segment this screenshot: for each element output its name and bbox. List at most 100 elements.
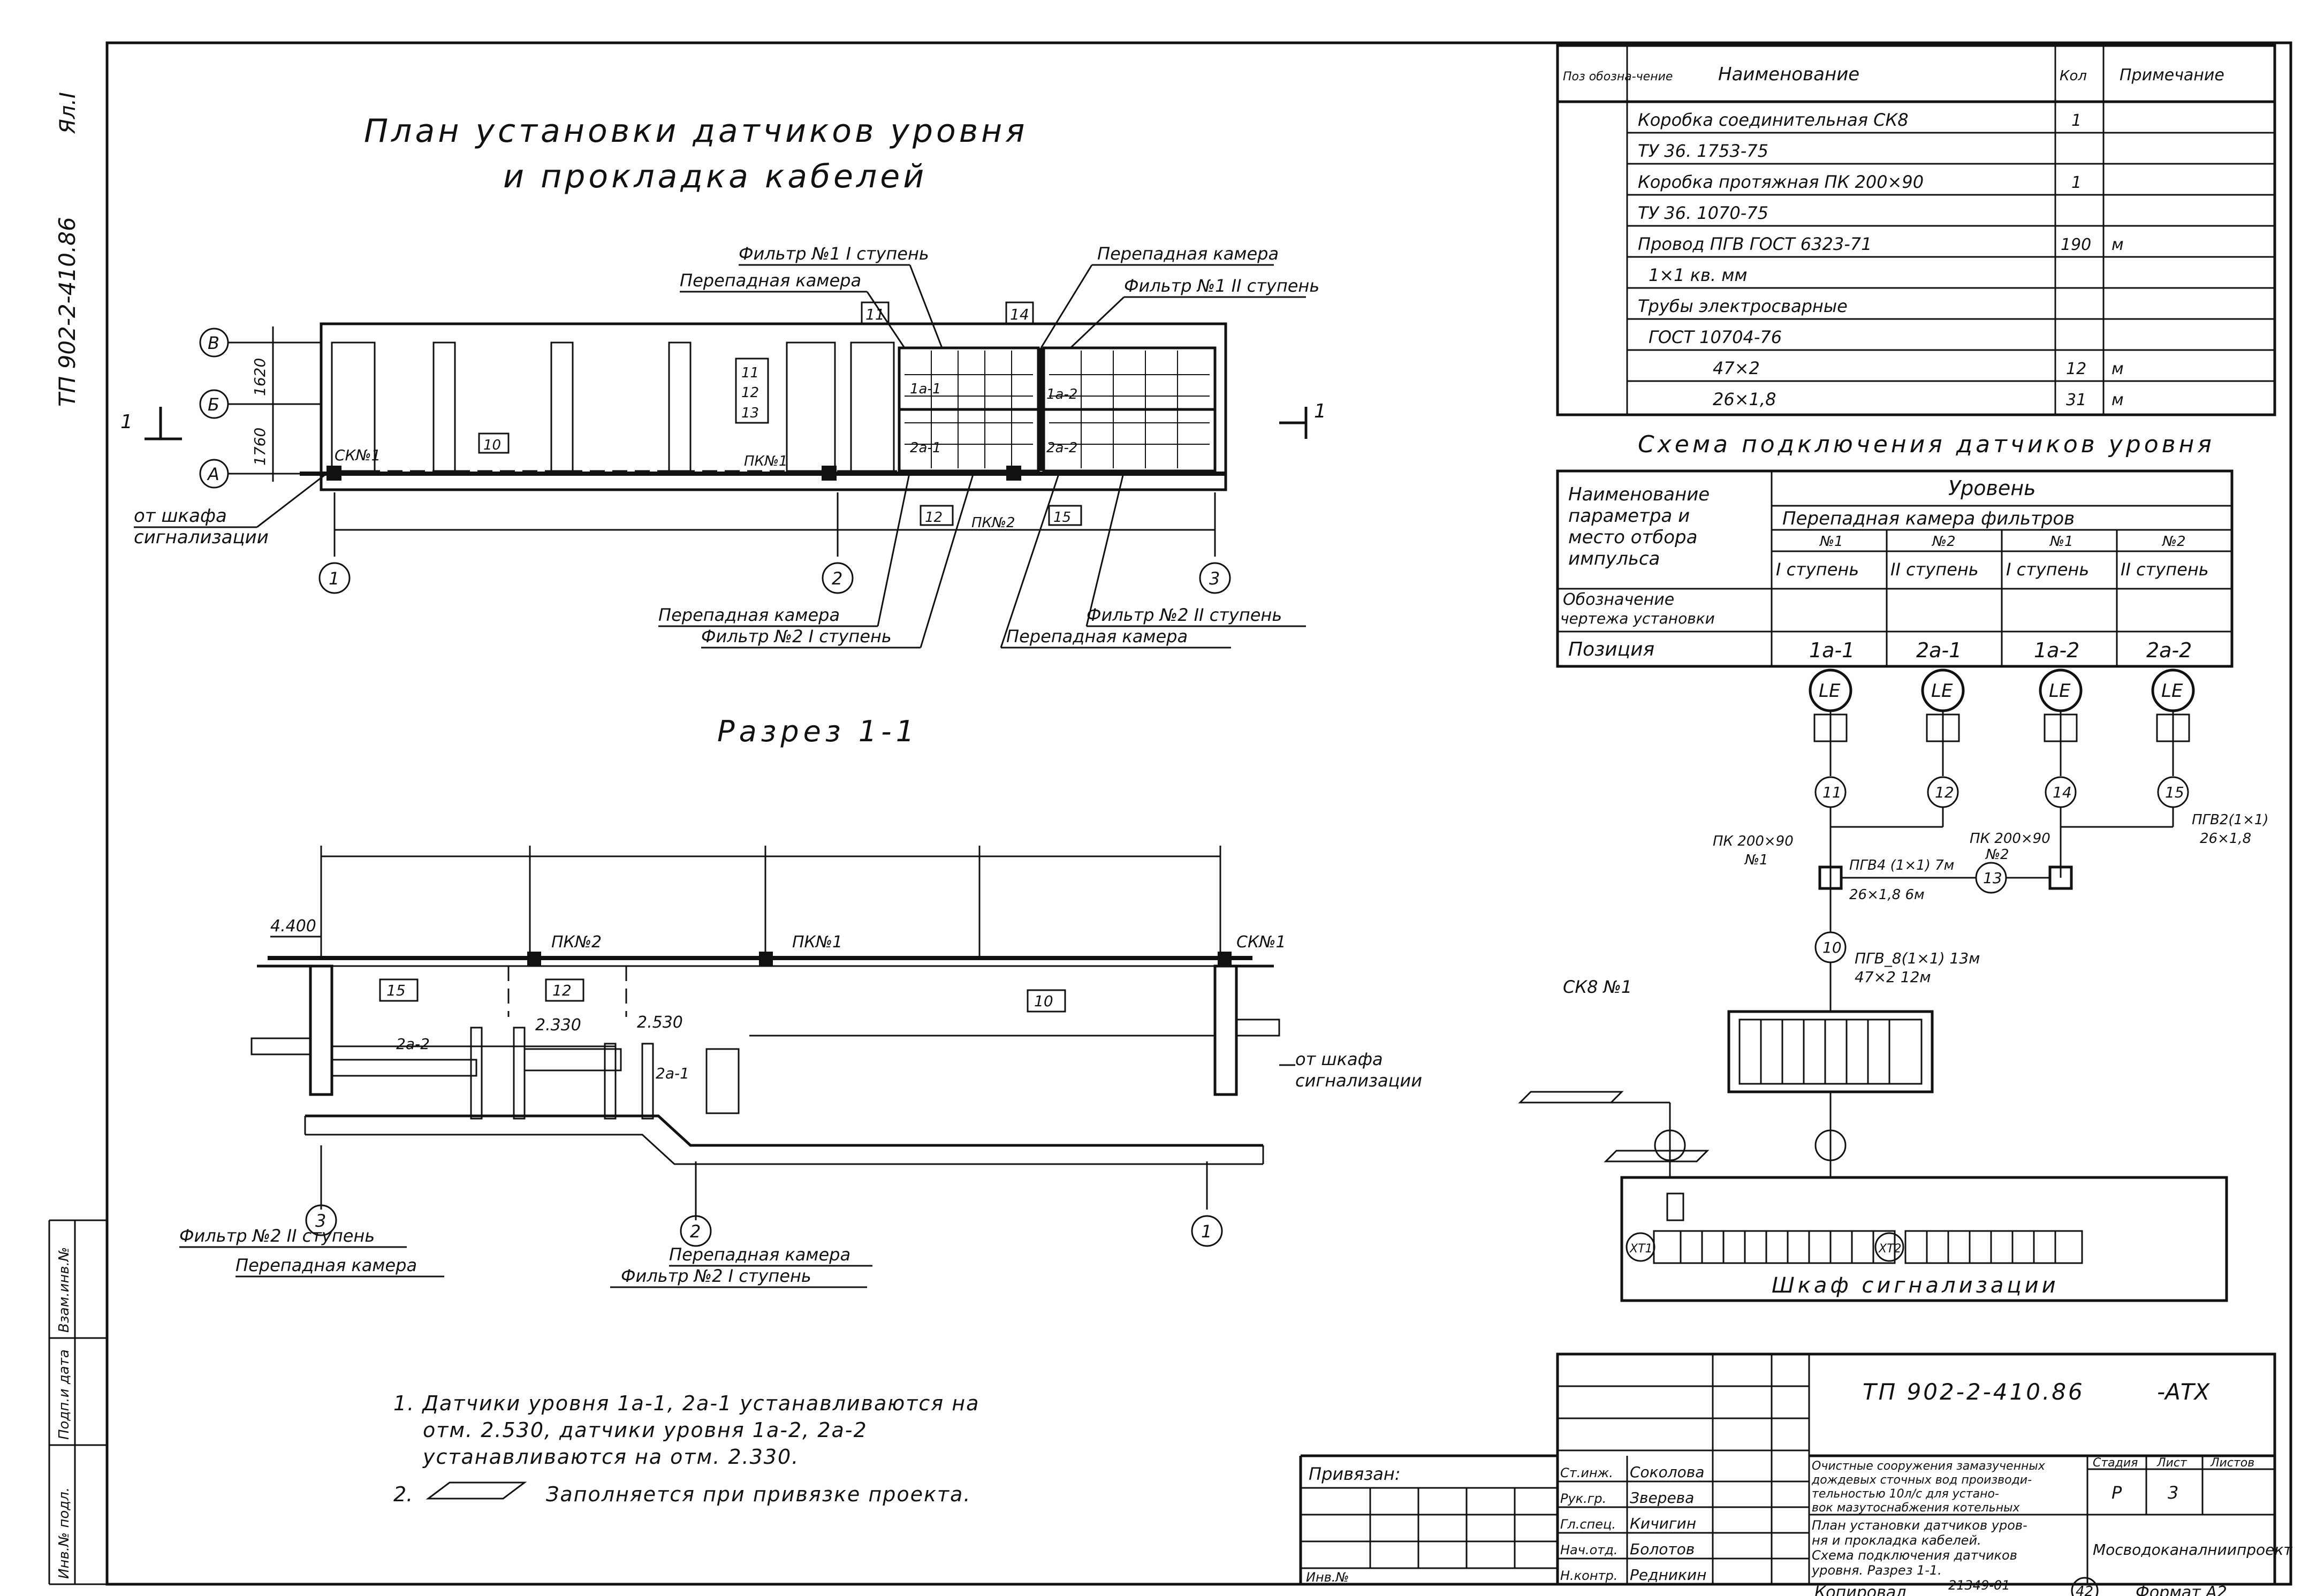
tb-sheet-4: уровня. Разрез 1-1. <box>1811 1563 1942 1578</box>
wtbl-num-3: №2 <box>2161 534 2186 550</box>
section-title: Разрез 1-1 <box>717 715 918 748</box>
label-filter2-st1: Фильтр №2 I ступень <box>701 626 892 647</box>
tb-sheet-h: Лист <box>2156 1456 2188 1470</box>
w-cable3: ПГВ_8(1×1) 13м <box>1855 949 1980 967</box>
spec-name-7: ГОСТ 10704-76 <box>1649 327 1782 347</box>
wtbl-param-2: параметра и <box>1568 505 1690 527</box>
section-marker-left: 1 <box>120 411 133 433</box>
axis-1: 1 <box>329 568 339 589</box>
wtbl-stage-1: II ступень <box>1890 559 1979 580</box>
axis-2: 2 <box>832 568 842 589</box>
spec-name-6: Трубы электросварные <box>1638 296 1848 316</box>
axis-3: 3 <box>1209 568 1220 589</box>
le-2: LE <box>2049 680 2071 702</box>
plan-view: План установки датчиков уровня и проклад… <box>120 112 1326 649</box>
sec-axis-2: 2 <box>690 1221 701 1242</box>
row-label-a: А <box>207 464 219 484</box>
le-1: LE <box>1931 680 1953 702</box>
stamp-label-inv: Инв.№ подл. <box>56 1487 72 1579</box>
spec-table: Поз обозна-чение Наименование Кол Примеч… <box>1556 44 2276 416</box>
spec-name-8: 47×2 <box>1713 358 1760 378</box>
sec-label-filter2-st2: Фильтр №2 II ступень <box>179 1226 375 1246</box>
side-top-label: Ял.I <box>56 92 80 134</box>
label-filter2-st2: Фильтр №2 II ступень <box>1087 605 1282 625</box>
tb-name-1: Зверева <box>1630 1489 1694 1507</box>
w-cable2: ПГВ2(1×1) <box>2192 812 2269 828</box>
sensor-1a-2: 1а-2 <box>1046 386 1077 402</box>
mark-15: 15 <box>1053 510 1071 526</box>
elev-4400: 4.400 <box>270 917 316 936</box>
tb-bound: Привязан: <box>1309 1464 1401 1484</box>
le-0: LE <box>1819 680 1841 702</box>
label-drop-chamber-tr: Перепадная камера <box>1097 244 1279 264</box>
footer-copied: Копировал <box>1814 1583 1906 1596</box>
sec-mark-15: 15 <box>386 982 406 999</box>
mark-14: 14 <box>1010 306 1029 323</box>
spec-note-4: м <box>2111 235 2124 254</box>
stamp-label-podp: Подп.и дата <box>56 1349 72 1440</box>
note-2-prefix: 2. <box>393 1483 413 1506</box>
footer-page: 42 <box>2076 1584 2093 1596</box>
wtbl-desig-2: чертежа установки <box>1560 610 1715 627</box>
tb-desc-1: Очистные сооружения замазученных <box>1812 1460 2046 1473</box>
spec-name-1: ТУ 36. 1753-75 <box>1638 141 1768 161</box>
tb-stage-h: Стадия <box>2093 1456 2138 1470</box>
wcirc-15: 15 <box>2165 784 2184 801</box>
label-drop-chamber-br: Перепадная камера <box>1006 626 1188 647</box>
label-pkn1-sec: ПК№1 <box>792 933 842 952</box>
wtbl-param-1: Наименование <box>1568 484 1710 505</box>
note-2-text: Заполняется при привязке проекта. <box>546 1483 971 1506</box>
w-cable2b: 26×1,8 <box>2200 831 2251 847</box>
spec-note-8: м <box>2111 360 2124 378</box>
wtbl-param-4: импульса <box>1568 548 1660 569</box>
wtbl-pos-0: 1а-1 <box>1809 639 1855 662</box>
sec-mark-12: 12 <box>552 982 572 999</box>
spec-qty-8: 12 <box>2066 360 2086 378</box>
dim-1620: 1620 <box>251 358 269 396</box>
wtbl-pos-3: 2а-2 <box>2146 639 2192 662</box>
note-1-line1: 1. Датчики уровня 1а-1, 2а-1 устанавлива… <box>393 1392 979 1415</box>
sec-axis-1: 1 <box>1201 1221 1212 1242</box>
tb-name-0: Соколова <box>1630 1463 1704 1481</box>
footer-format: Формат А2 <box>2136 1583 2227 1596</box>
w-ck8: СК8 №1 <box>1563 977 1632 997</box>
spec-h-pos: Поз обозна-чение <box>1563 70 1673 83</box>
dim-1760: 1760 <box>251 428 269 466</box>
sheet-frame <box>48 41 2292 1586</box>
tb-inv: Инв.№ <box>1306 1570 1349 1585</box>
wtbl-pos-2: 1а-2 <box>2034 639 2079 662</box>
mark-12a: 12 <box>741 385 759 401</box>
label-filter1-st1: Фильтр №1 I ступень <box>739 244 929 264</box>
side-doc-code: ТП 902-2-410.86 <box>54 217 80 407</box>
footer: Копировал 21349-01 42 Формат А2 <box>1814 1577 2227 1596</box>
wtbl-desig-1: Обозначение <box>1563 590 1674 609</box>
w-pk1b: №1 <box>1744 852 1768 868</box>
row-label-b: Б <box>208 394 219 415</box>
sec-label-drop-right: Перепадная камера <box>669 1244 850 1265</box>
w-pk2: ПК 200×90 <box>1970 831 2050 847</box>
plan-title-line1: План установки датчиков уровня <box>364 112 1028 150</box>
note-1-line3: устанавливаются на отм. 2.330. <box>422 1445 799 1469</box>
note-1-line2: отм. 2.530, датчики уровня 1а-2, 2а-2 <box>423 1418 868 1442</box>
label-pkn1-plan: ПК№1 <box>744 453 788 469</box>
tb-name-2: Кичигин <box>1630 1515 1696 1532</box>
spec-qty-2: 1 <box>2071 173 2082 192</box>
plan-title-line2: и прокладка кабелей <box>503 158 927 195</box>
w-pk1: ПК 200×90 <box>1713 833 1794 849</box>
label-from-cabinet-sec-2: сигнализации <box>1295 1070 1422 1091</box>
sensor-2a-2: 2а-2 <box>1046 440 1077 456</box>
tb-sheet-3: Схема подключения датчиков <box>1812 1548 2017 1563</box>
wiring-scheme: Схема подключения датчиков уровня Наимен… <box>1518 431 2269 1302</box>
sec-label-drop-left: Перепадная камера <box>236 1255 417 1275</box>
wtbl-num-0: №1 <box>1819 534 1843 550</box>
tb-sheets-h: Листов <box>2210 1456 2254 1470</box>
section-marker-right: 1 <box>1314 400 1326 422</box>
tb-name-3: Болотов <box>1630 1540 1695 1558</box>
spec-name-3: ТУ 36. 1070-75 <box>1638 203 1768 223</box>
elev-2330: 2.330 <box>535 1016 581 1035</box>
label-pkn2-sec: ПК№2 <box>551 933 602 952</box>
footer-num: 21349-01 <box>1948 1578 2010 1593</box>
wcirc-10: 10 <box>1822 939 1842 956</box>
tb-stage: Р <box>2111 1483 2122 1503</box>
wiring-title: Схема подключения датчиков уровня <box>1638 431 2215 458</box>
